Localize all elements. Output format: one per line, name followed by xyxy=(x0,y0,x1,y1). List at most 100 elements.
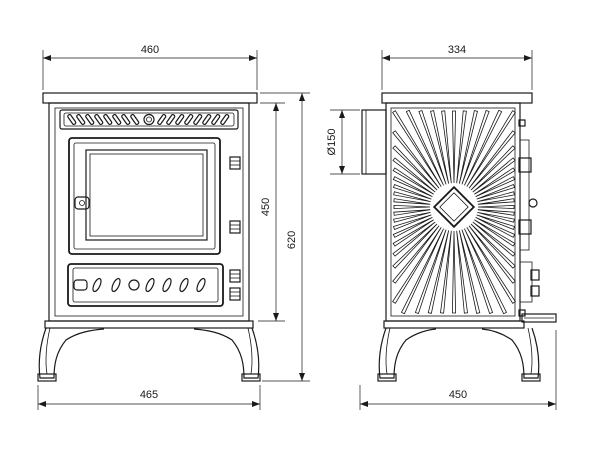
grille-slot xyxy=(67,113,77,126)
sunburst-ray xyxy=(392,221,436,257)
grille-knob xyxy=(143,113,155,126)
front-top-plate xyxy=(42,92,258,104)
front-base-plinth xyxy=(44,320,254,329)
sunburst-ray xyxy=(461,229,494,315)
sunburst-ray xyxy=(414,229,447,315)
front-view xyxy=(37,92,261,382)
sunburst-ray xyxy=(456,230,468,314)
sunburst-ray xyxy=(477,191,515,203)
sunburst-ray xyxy=(400,228,444,315)
grille-slot xyxy=(130,113,140,126)
grille-slot xyxy=(157,113,167,126)
side-top-plate xyxy=(381,92,533,104)
grille-slot xyxy=(202,113,212,126)
door-handle-icon xyxy=(74,196,90,210)
sunburst-ray xyxy=(451,110,457,184)
side-dimensions: 334 450 Ø150 xyxy=(326,44,557,410)
sunburst-ray xyxy=(392,145,438,191)
ash-pan-door xyxy=(67,263,224,307)
ash-vent-knob xyxy=(128,279,140,291)
sunburst-ray xyxy=(441,110,452,184)
side-view xyxy=(361,92,557,382)
sunburst-ray xyxy=(392,110,442,187)
sunburst-ray xyxy=(405,109,444,186)
sunburst-center-diamond xyxy=(432,185,476,229)
dim-front-height-total: 620 xyxy=(286,231,298,249)
sunburst-ray xyxy=(474,167,516,195)
sunburst-ray xyxy=(458,230,481,314)
door-glass xyxy=(85,149,208,241)
sunburst-ray xyxy=(430,110,450,184)
sunburst-ray xyxy=(440,230,452,314)
side-legs xyxy=(377,327,541,382)
front-dimensions: 460 465 450 620 xyxy=(37,44,310,410)
sunburst-ray xyxy=(475,176,516,197)
sunburst-ray xyxy=(392,176,433,197)
grille-slot xyxy=(94,113,104,126)
front-body-inner xyxy=(54,107,244,317)
grille-slot xyxy=(193,113,203,126)
sunburst-ray xyxy=(392,214,432,231)
sunburst-ray xyxy=(418,109,447,185)
ash-door-handle-icon xyxy=(73,279,88,291)
sunburst-ray xyxy=(456,110,467,184)
sunburst-ray xyxy=(392,227,442,304)
side-ash-handle xyxy=(521,313,557,323)
sunburst-ray xyxy=(475,217,516,238)
sunburst-ray xyxy=(451,230,457,314)
sunburst-ray xyxy=(477,204,515,210)
door-hinges xyxy=(229,156,241,234)
grille-slot xyxy=(103,113,113,126)
grille-slot xyxy=(76,113,86,126)
sunburst-ray xyxy=(476,183,516,200)
sunburst-ray xyxy=(393,209,431,216)
dim-flue-diameter: Ø150 xyxy=(326,129,338,156)
ash-vent-slot xyxy=(196,277,206,293)
grille-slot xyxy=(220,113,230,126)
sunburst-ray xyxy=(477,198,515,205)
grille-slot xyxy=(85,113,95,126)
sunburst-ray xyxy=(468,225,516,284)
ash-vent-slot xyxy=(92,277,102,293)
sunburst-ray xyxy=(392,217,433,238)
sunburst-ray xyxy=(392,130,440,189)
grille-slot xyxy=(112,113,122,126)
sunburst-ray xyxy=(392,225,440,284)
sunburst-ray xyxy=(476,214,516,231)
sunburst-ray xyxy=(393,191,431,203)
sunburst-ray xyxy=(392,157,436,193)
sunburst-ray xyxy=(392,219,434,247)
sunburst-panel xyxy=(392,109,516,315)
sunburst-ray xyxy=(393,198,431,205)
grille-slot xyxy=(121,113,131,126)
side-hinge-details xyxy=(518,119,540,317)
sunburst-ray xyxy=(392,183,432,200)
sunburst-ray xyxy=(477,211,515,223)
sunburst-ray xyxy=(470,223,516,269)
sunburst-ray xyxy=(474,219,516,247)
ash-vent-slot xyxy=(145,277,155,293)
dim-side-depth-top: 334 xyxy=(448,44,466,56)
grille-slot xyxy=(184,113,194,126)
grille-slot xyxy=(175,113,185,126)
sunburst-ray xyxy=(392,223,438,269)
sunburst-ray xyxy=(393,211,431,223)
sunburst-ray xyxy=(427,230,450,314)
dim-front-width-bottom: 465 xyxy=(140,389,158,401)
grille-slot xyxy=(211,113,221,126)
sunburst-ray xyxy=(466,110,516,187)
grille-slot xyxy=(166,113,176,126)
sunburst-ray xyxy=(472,157,516,193)
top-air-grille xyxy=(59,109,239,130)
ash-vent-slot xyxy=(111,277,121,293)
ash-vent-slot xyxy=(179,277,189,293)
dim-side-depth-bottom: 450 xyxy=(449,389,467,401)
sunburst-ray xyxy=(477,209,515,216)
sunburst-ray xyxy=(393,204,431,210)
sunburst-ray xyxy=(461,109,490,185)
sunburst-ray xyxy=(464,109,503,186)
fire-door xyxy=(68,137,221,255)
sunburst-ray xyxy=(468,130,516,189)
sunburst-ray xyxy=(392,167,434,195)
